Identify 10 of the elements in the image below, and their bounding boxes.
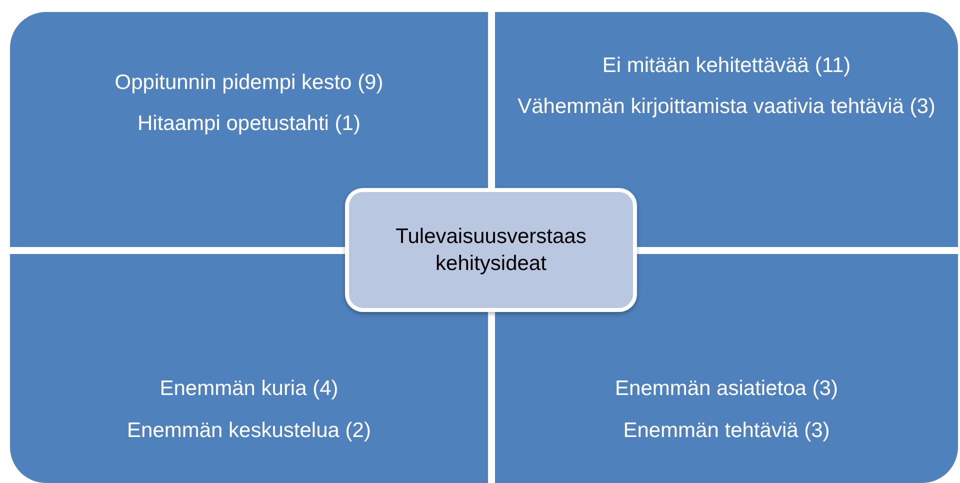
idea-text: Tulevaisuusverstaas kehitysideat	[394, 224, 588, 277]
idea-text: Vähemmän kirjoittamista vaativia tehtäviä (3)	[518, 94, 936, 120]
center-box	[345, 188, 637, 312]
idea-text: Ei mitään kehitettävää (11)	[602, 53, 851, 79]
idea-text: Enemmän keskustelua (2)	[127, 418, 371, 444]
idea-text: Hitaampi opetustahti (1)	[138, 111, 360, 138]
idea-text: Enemmän kuria (4)	[160, 376, 338, 402]
idea-text: Enemmän tehtäviä (3)	[623, 418, 830, 444]
idea-text: Enemmän asiatietoa (3)	[615, 376, 838, 402]
idea-text: Oppitunnin pidempi kesto (9)	[114, 70, 384, 96]
